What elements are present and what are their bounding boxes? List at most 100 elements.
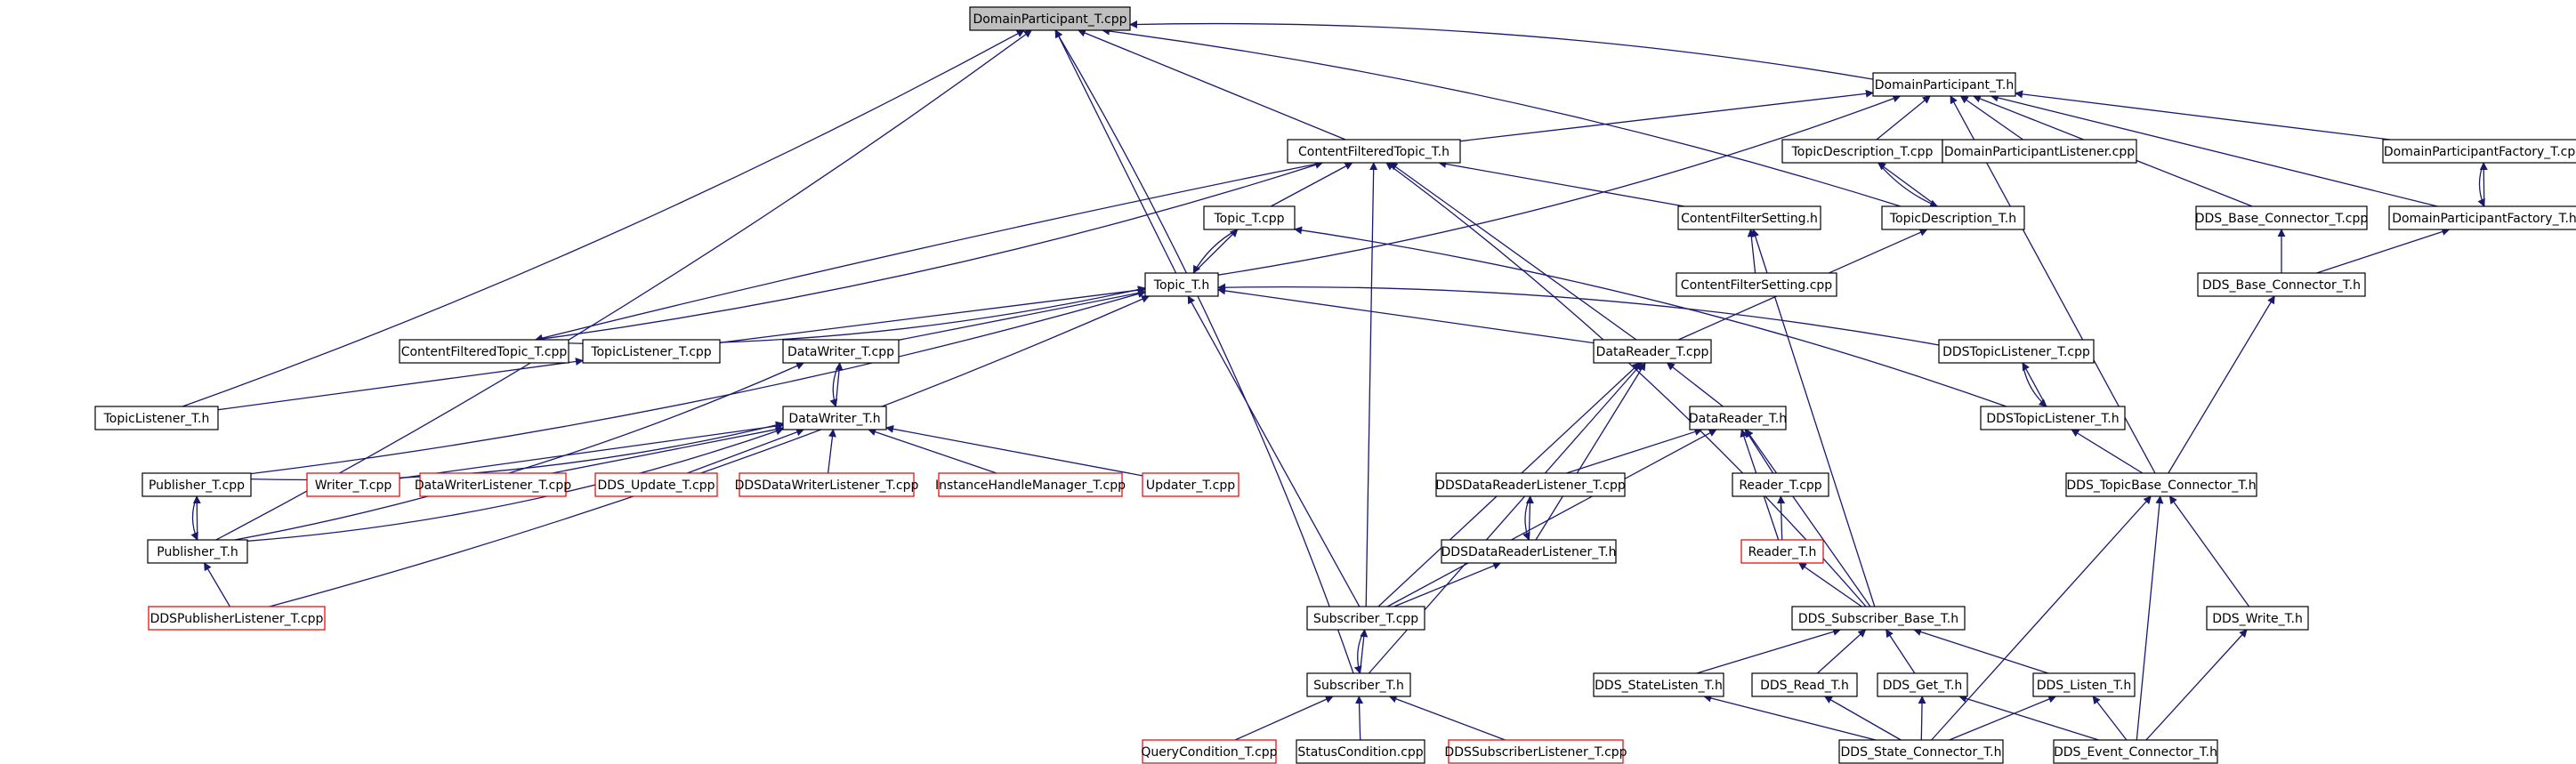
node-box (1593, 672, 1724, 697)
node-box (94, 406, 219, 430)
node-ddssl-cpp[interactable]: DDSSubscriberListener_T.cpp (1444, 739, 1627, 764)
node-sc-cpp[interactable]: StatusCondition.cpp (1296, 739, 1425, 764)
node-label: DataReader_T.h (1689, 412, 1787, 426)
node-dget-h[interactable]: DDS_Get_T.h (1877, 672, 1968, 697)
node-dsl-h[interactable]: DDS_StateListen_T.h (1593, 672, 1724, 697)
edge-sub_cpp-to-sub_h (1353, 629, 1366, 674)
node-dpf-h[interactable]: DomainParticipantFactory_T.h (2388, 205, 2576, 230)
edge-dbc_h-to-dpf_h (2316, 228, 2451, 274)
node-td-h[interactable]: TopicDescription_T.h (1881, 205, 2025, 230)
node-dsb-h[interactable]: DDS_Subscriber_Base_T.h (1791, 606, 1966, 631)
node-writer-cpp[interactable]: Writer_T.cpp (306, 472, 400, 497)
edge-dr_cpp-to-cft_h (1389, 162, 1637, 341)
node-label: DomainParticipantListener.cpp (1944, 145, 2135, 159)
node-updater-cpp[interactable]: Updater_T.cpp (1142, 472, 1240, 497)
node-ddsdrl-cpp[interactable]: DDSDataReaderListener_T.cpp (1435, 472, 1626, 497)
node-box (399, 339, 569, 364)
node-label: InstanceHandleManager_T.cpp (935, 479, 1126, 493)
edge-ddsdrl_cpp-to-ddsdrl_h (1522, 495, 1531, 541)
node-label: DDSTopicListener_T.h (1986, 412, 2119, 426)
node-dr-cpp[interactable]: DataReader_T.cpp (1593, 339, 1712, 364)
node-ihm-cpp[interactable]: InstanceHandleManager_T.cpp (935, 472, 1126, 497)
node-dw-t-h[interactable]: DDS_Write_T.h (2206, 606, 2309, 631)
node-cfs-cpp[interactable]: ContentFilterSetting.cpp (1676, 272, 1837, 297)
node-reader-cpp[interactable]: Reader_T.cpp (1732, 472, 1829, 497)
node-label: DomainParticipantFactory_T.cpp (2384, 145, 2576, 159)
node-box (1142, 739, 1277, 764)
node-dpl-cpp[interactable]: DomainParticipantListener.cpp (1942, 139, 2137, 164)
node-box (1441, 539, 1617, 564)
node-dtbc-h[interactable]: DDS_TopicBase_Connector_T.h (2065, 472, 2257, 497)
edge-pub_cpp-to-pub_h (190, 495, 198, 541)
node-reader-h[interactable]: Reader_T.h (1740, 539, 1824, 564)
node-dread-h[interactable]: DDS_Read_T.h (1751, 672, 1858, 697)
edge-dec_h-to-dtbc_h (2136, 495, 2164, 741)
node-box (1877, 672, 1968, 697)
node-cft-cpp[interactable]: ContentFilteredTopic_T.cpp (399, 339, 569, 364)
edge-sub_cpp-to-topic_h (1187, 295, 1361, 607)
edge-layer (182, 20, 2488, 741)
node-dec-h[interactable]: DDS_Event_Connector_T.h (2053, 739, 2218, 764)
node-label: DDSTopicListener_T.cpp (1942, 345, 2090, 359)
edge-sub_cpp-to-ddsdrl_h (1393, 561, 1502, 607)
node-topic-h[interactable]: Topic_T.h (1144, 272, 1219, 297)
edge-dsb_h-to-dr_h (1745, 429, 1871, 607)
node-label: DDS_Subscriber_Base_T.h (1798, 612, 1958, 626)
node-cfs-h[interactable]: ContentFilterSetting.h (1677, 205, 1821, 230)
node-pub-cpp[interactable]: Publisher_T.cpp (141, 472, 252, 497)
node-dbc-h[interactable]: DDS_Base_Connector_T.h (2197, 272, 2366, 297)
node-sub-h[interactable]: Subscriber_T.h (1306, 672, 1411, 697)
node-dp-cpp[interactable]: DomainParticipant_T.cpp (969, 6, 1131, 31)
node-box (1435, 472, 1626, 497)
node-qc-cpp[interactable]: QueryCondition_T.cpp (1141, 739, 1278, 764)
node-label: StatusCondition.cpp (1297, 745, 1423, 760)
node-ddstl-cpp[interactable]: DDSTopicListener_T.cpp (1938, 339, 2095, 364)
node-dwl-cpp[interactable]: DataWriterListener_T.cpp (415, 472, 571, 497)
edge-tl_cpp-to-topic_h (719, 285, 1146, 343)
node-box (2388, 205, 2576, 230)
node-label: DDSDataWriterListener_T.cpp (735, 479, 919, 493)
edge-pub_h-to-pub_cpp (192, 495, 201, 541)
edge-topic_cpp-to-topic_h (1192, 229, 1239, 274)
node-dw-h[interactable]: DataWriter_T.h (782, 406, 887, 430)
edge-dr_h-to-dr_cpp (1666, 362, 1724, 407)
node-label: DDSPublisherListener_T.cpp (150, 612, 324, 626)
node-dpf-cpp[interactable]: DomainParticipantFactory_T.cpp (2382, 139, 2576, 164)
node-tl-cpp[interactable]: TopicListener_T.cpp (582, 339, 721, 364)
node-topic-cpp[interactable]: Topic_T.cpp (1203, 205, 1296, 230)
node-dbc-cpp[interactable]: DDS_Base_Connector_T.cpp (2195, 205, 2369, 230)
edge-dec_h-to-dlisten_h (2092, 696, 2128, 741)
node-box (1938, 339, 2095, 364)
node-ddsdwl-cpp[interactable]: DDSDataWriterListener_T.cpp (735, 472, 919, 497)
node-box (1740, 539, 1824, 564)
node-box (1881, 205, 2025, 230)
node-cft-h[interactable]: ContentFilteredTopic_T.h (1287, 139, 1461, 164)
node-label: TopicListener_T.cpp (590, 345, 711, 359)
node-ddspl-cpp[interactable]: DDSPublisherListener_T.cpp (148, 606, 326, 631)
node-pub-h[interactable]: Publisher_T.h (147, 539, 248, 564)
node-box (969, 6, 1131, 31)
node-ddstl-h[interactable]: DDSTopicListener_T.h (1980, 406, 2126, 430)
node-label: DDSSubscriberListener_T.cpp (1444, 745, 1627, 760)
node-tl-h[interactable]: TopicListener_T.h (94, 406, 219, 430)
node-box (2065, 472, 2257, 497)
node-dw-cpp[interactable]: DataWriter_T.cpp (782, 339, 900, 364)
node-dlisten-h[interactable]: DDS_Listen_T.h (2032, 672, 2136, 697)
node-box (1751, 672, 1858, 697)
edge-topic_h-to-topic_cpp (1192, 229, 1239, 274)
node-ddsdrl-h[interactable]: DDSDataReaderListener_T.h (1441, 539, 1617, 564)
node-box (147, 539, 248, 564)
node-td-cpp[interactable]: TopicDescription_T.cpp (1781, 139, 1943, 164)
node-dr-h[interactable]: DataReader_T.h (1689, 406, 1787, 430)
edge-ddspl_cpp-to-pub_h (204, 562, 230, 607)
node-dp-h[interactable]: DomainParticipant_T.h (1872, 72, 2016, 97)
edge-ddsdrl_cpp-to-dr_h (1566, 428, 1703, 474)
node-dsc-h[interactable]: DDS_State_Connector_T.h (1838, 739, 2004, 764)
node-label: DDS_Update_T.cpp (598, 479, 715, 493)
node-ddsupd-cpp[interactable]: DDS_Update_T.cpp (594, 472, 718, 497)
node-label: Publisher_T.h (157, 545, 238, 559)
node-label: DataWriterListener_T.cpp (415, 479, 571, 493)
node-label: TopicDescription_T.h (1889, 212, 2016, 226)
node-sub-cpp[interactable]: Subscriber_T.cpp (1306, 606, 1425, 631)
node-label: QueryCondition_T.cpp (1141, 745, 1277, 760)
